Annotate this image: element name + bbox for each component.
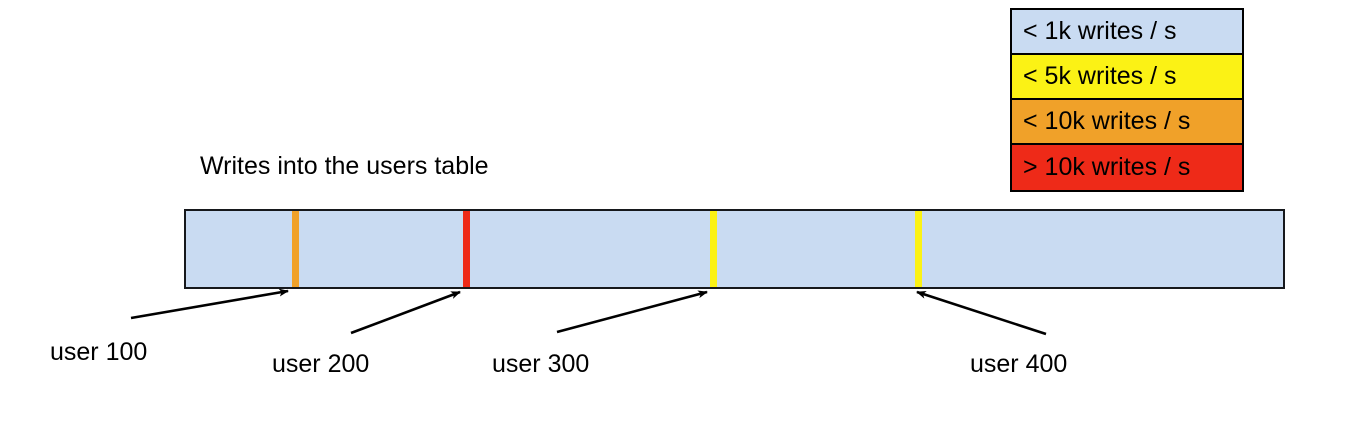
- legend-entry-lt-10k: < 10k writes / s: [1012, 100, 1242, 145]
- arrow-user-300: [556, 290, 708, 334]
- legend: < 1k writes / s < 5k writes / s < 10k wr…: [1010, 8, 1244, 192]
- chart-title: Writes into the users table: [200, 152, 489, 180]
- legend-entry-label: > 10k writes / s: [1023, 153, 1191, 181]
- annotation-label-user-200: user 200: [272, 350, 370, 378]
- band-fill: [186, 211, 1283, 287]
- marker-user-100: [292, 211, 299, 287]
- marker-user-200: [463, 211, 470, 287]
- legend-entry-label: < 1k writes / s: [1023, 17, 1177, 45]
- arrow-user-200: [350, 290, 461, 335]
- arrow-user-400: [916, 290, 1047, 336]
- legend-entry-lt-1k: < 1k writes / s: [1012, 10, 1242, 55]
- legend-entry-label: < 10k writes / s: [1023, 107, 1191, 135]
- arrow-user-100: [130, 288, 289, 320]
- marker-user-300: [710, 211, 717, 287]
- marker-user-400: [915, 211, 922, 287]
- annotation-label-user-400: user 400: [970, 350, 1068, 378]
- legend-entry-label: < 5k writes / s: [1023, 62, 1177, 90]
- users-table-band: [184, 209, 1285, 289]
- annotation-label-user-100: user 100: [50, 338, 148, 366]
- legend-entry-lt-5k: < 5k writes / s: [1012, 55, 1242, 100]
- legend-entry-gt-10k: > 10k writes / s: [1012, 145, 1242, 190]
- annotation-label-user-300: user 300: [492, 350, 590, 378]
